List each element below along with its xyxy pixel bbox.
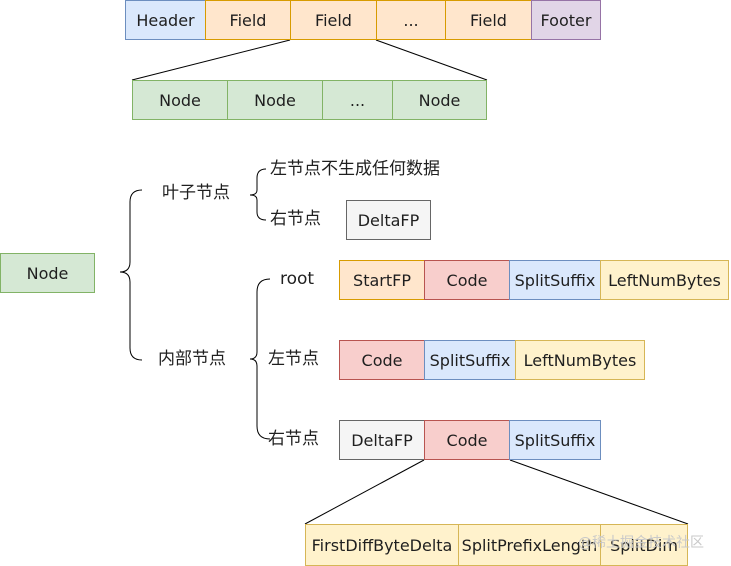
splitdim-cell: SplitDim — [600, 524, 688, 566]
node-cell: Node — [392, 80, 487, 120]
code-cell: Code — [424, 420, 510, 460]
leaf-deltafp-cell: DeltaFP — [346, 200, 431, 240]
startfp-cell: StartFP — [339, 260, 425, 300]
splitsuffix-cell: SplitSuffix — [509, 420, 601, 460]
expansion-line-right — [375, 39, 488, 81]
code-cell: Code — [339, 340, 425, 380]
field-cell: ... — [376, 0, 446, 40]
leaf-node-label: 叶子节点 — [162, 183, 230, 203]
field-cell: Field — [290, 0, 377, 40]
code-cell: Code — [424, 260, 510, 300]
watermark-text: @稀土掘金技术社区 — [578, 535, 704, 551]
leftnumbytes-cell: LeftNumBytes — [600, 260, 729, 300]
field-cell: Field — [445, 0, 532, 40]
splitsuffix-cell: SplitSuffix — [509, 260, 601, 300]
internal-right-label: 右节点 — [268, 429, 319, 449]
expansion-line-left — [131, 39, 291, 81]
node-cell: ... — [322, 80, 393, 120]
node-brace — [119, 189, 143, 361]
node-cell: Node — [227, 80, 323, 120]
leaf-right-label: 右节点 — [270, 209, 321, 229]
internal-node-label: 内部节点 — [158, 349, 226, 369]
node-cell: Node — [132, 80, 228, 120]
code-expansion-line-left — [304, 459, 425, 525]
firstdiffbytedelta-cell: FirstDiffByteDelta — [305, 524, 459, 566]
internal-left-label: 左节点 — [268, 349, 319, 369]
field-cell: Field — [205, 0, 291, 40]
root-node-box: Node — [0, 253, 95, 293]
code-expansion-line-right — [509, 459, 689, 525]
header-cell: Header — [125, 0, 206, 40]
splitprefixlength-cell: SplitPrefixLength — [458, 524, 601, 566]
leaf-left-label: 左节点不生成任何数据 — [270, 159, 440, 179]
internal-root-label: root — [280, 269, 315, 289]
deltafp-cell: DeltaFP — [339, 420, 425, 460]
internal-brace — [249, 278, 271, 440]
leaf-brace — [249, 168, 267, 221]
footer-cell: Footer — [531, 0, 601, 40]
leftnumbytes-cell: LeftNumBytes — [515, 340, 645, 380]
splitsuffix-cell: SplitSuffix — [424, 340, 516, 380]
